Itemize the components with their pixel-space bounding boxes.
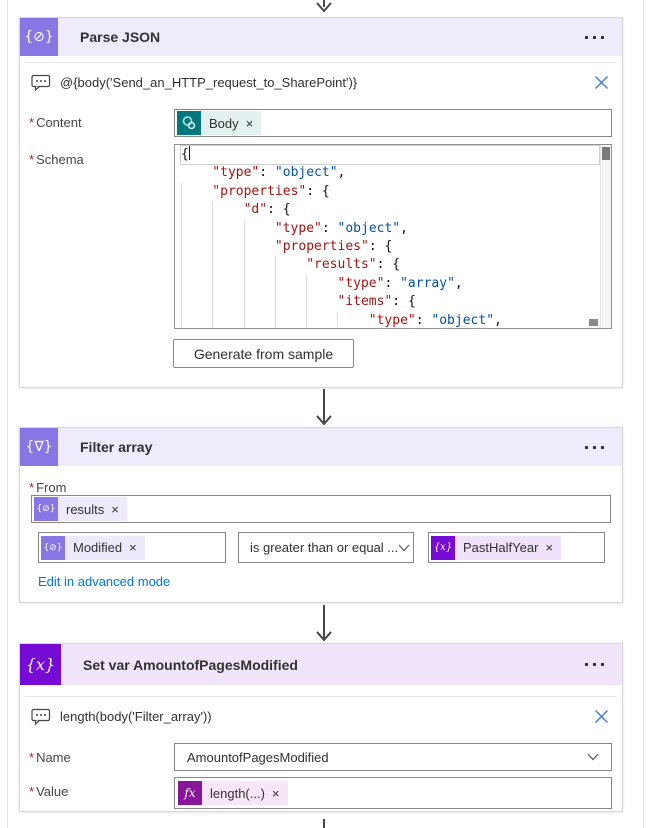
more-actions-button[interactable] [585,445,604,449]
more-actions-button[interactable] [585,35,604,39]
filter-array-icon: {∇} [20,428,58,466]
action-card-set-variable: {x} Set var AmountofPagesModified length… [19,643,623,812]
token-chip-body[interactable]: Body × [177,111,262,135]
panel-right-edge [643,0,644,828]
code-line: "properties": { [181,182,599,202]
connector-line [323,819,325,828]
divider [25,696,617,697]
connector-arrow-icon [316,605,332,642]
token-chip-pasthalfyear[interactable]: {x} PastHalfYear × [431,535,561,560]
chevron-down-icon [398,544,410,552]
content-label: *Content [29,115,82,130]
horizontal-scrollbar-thumb[interactable] [589,319,598,326]
variable-value-input[interactable]: fx length(...) × [174,777,612,809]
code-line: "type": "object", [181,219,599,238]
expression-preview-row: length(body('Filter_array')) [31,701,609,731]
token-label: Modified [73,540,123,555]
schema-scrollbar[interactable] [600,145,611,328]
comment-bubble-icon [31,708,51,725]
close-icon[interactable] [594,709,609,724]
schema-label: *Schema [29,152,84,167]
code-line: "type": "array", [181,274,599,294]
operator-value: is greater than or equal ... [250,540,399,555]
schema-code-lines[interactable]: {"type": "object","properties": {"d": {"… [175,145,600,328]
panel-left-edge [7,0,8,828]
from-input[interactable]: {⊘} results × [31,495,611,523]
comment-bubble-icon [31,74,51,91]
code-line: "d": { [181,201,599,220]
variable-name-value: AmountofPagesModified [187,749,329,765]
remove-token-icon[interactable]: × [545,540,553,555]
remove-token-icon[interactable]: × [111,501,119,517]
generate-from-sample-button[interactable]: Generate from sample [173,339,354,368]
sharepoint-icon [177,111,201,135]
operator-dropdown[interactable]: is greater than or equal ... [238,532,414,563]
token-label: results [66,501,105,517]
token-chip-modified[interactable]: {⊘} Modified × [41,535,145,560]
edit-advanced-mode-link[interactable]: Edit in advanced mode [38,574,171,589]
code-line: "properties": { [181,237,599,257]
token-label: length(...) [210,785,265,801]
expression-preview-row: @{body('Send_an_HTTP_request_to_SharePoi… [31,67,609,97]
from-label: *From [29,480,67,495]
remove-token-icon[interactable]: × [271,785,280,801]
remove-token-icon[interactable]: × [129,540,137,555]
text-cursor [188,146,190,160]
variable-name-dropdown[interactable]: AmountofPagesModified [174,743,612,771]
action-card-filter-array: {∇} Filter array *From {⊘} results × {⊘} … [19,427,623,603]
remove-token-icon[interactable]: × [245,115,254,131]
scrollbar-thumb[interactable] [602,147,610,160]
parse-json-token-icon: {⊘} [34,497,58,521]
connector-arrow-icon [316,0,332,12]
card-header[interactable]: {x} Set var AmountofPagesModified [20,644,622,685]
condition-left-input[interactable]: {⊘} Modified × [38,532,226,563]
card-title: Set var AmountofPagesModified [83,656,298,673]
divider [25,62,617,63]
card-header[interactable]: {∇} Filter array [20,428,622,466]
token-chip-results[interactable]: {⊘} results × [34,497,127,521]
more-actions-button[interactable] [585,663,604,666]
action-card-parse-json: {⊘} Parse JSON @{body('Send_an_HTTP_requ… [19,17,623,388]
connector-arrow-icon [316,389,332,426]
token-chip-length-expression[interactable]: fx length(...) × [178,781,288,805]
variable-token-icon: {x} [431,535,455,560]
set-variable-icon: {x} [20,644,61,685]
parse-json-token-icon: {⊘} [41,535,65,560]
fx-expression-icon: fx [178,781,202,805]
token-label: Body [209,115,239,131]
card-header[interactable]: {⊘} Parse JSON [20,18,622,56]
code-line: { [180,145,600,166]
card-title: Filter array [80,439,153,455]
code-line: "type": "object", [212,165,346,181]
content-input[interactable]: Body × [174,109,612,137]
parse-json-icon: {⊘} [20,18,58,56]
expression-preview-text: length(body('Filter_array')) [60,708,212,724]
name-label: *Name [29,750,71,765]
token-label: PastHalfYear [463,540,539,555]
schema-editor[interactable]: {"type": "object","properties": {"d": {"… [174,144,612,329]
card-title: Parse JSON [80,29,161,45]
code-line: "results": { [181,256,599,275]
chevron-down-icon [587,753,599,761]
expression-preview-text: @{body('Send_an_HTTP_request_to_SharePoi… [60,74,358,90]
value-label: *Value [29,784,69,799]
code-line: "type": "object", [181,311,599,328]
code-line: "items": { [181,293,599,312]
close-icon[interactable] [594,75,609,90]
condition-right-input[interactable]: {x} PastHalfYear × [428,532,605,563]
